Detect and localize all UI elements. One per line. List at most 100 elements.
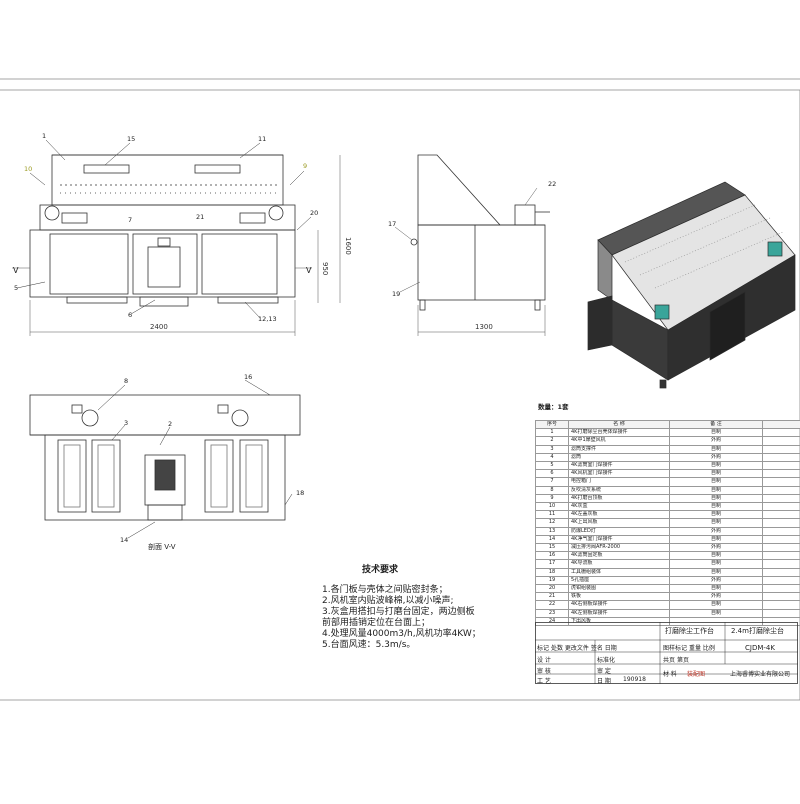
isometric-view: [588, 182, 795, 388]
bom-cell: 4: [763, 445, 800, 453]
front-view-dims: [12, 155, 340, 336]
bom-cell: 2: [536, 437, 569, 445]
dim-height: 1600: [344, 237, 352, 255]
tb-standard: 标准化: [597, 655, 615, 664]
bom-cell: 4K左侧板焊接件: [569, 609, 670, 617]
section-view: [30, 395, 300, 520]
front-view: [30, 155, 295, 306]
bom-row: 14K打磨除尘台壳体焊接件自制1: [536, 429, 800, 437]
bom-cell: 6: [536, 470, 569, 478]
tb-label: 重量: [689, 645, 701, 652]
bom-cell: 2: [763, 462, 800, 470]
product-name: 打磨除尘工作台: [665, 626, 714, 636]
bom-cell: 4K右侧板焊接件: [569, 601, 670, 609]
bom-cell: 2: [763, 560, 800, 568]
bom-cell: 4K净气室门焊接件: [569, 535, 670, 543]
callout-7: 7: [128, 216, 132, 224]
bom-cell: 23: [536, 609, 569, 617]
tb-company: 上海睿博实业有限公司: [730, 669, 790, 678]
callout-3: 3: [124, 419, 128, 427]
bom-cell: 4K导流板: [569, 560, 670, 568]
bom-cell: 7: [536, 478, 569, 486]
tb-assembly: 装配图: [687, 669, 705, 678]
bom-cell: 外购: [670, 453, 763, 461]
tech-requirements: 1.各门板与壳体之间贴密封条； 2.风机室内贴波峰棉,以减小噪声; 3.灰盒用搭…: [322, 585, 481, 651]
bom-cell: 13: [536, 527, 569, 535]
callout-11: 11: [258, 135, 266, 143]
bom-cell: 减压排污阀AFR-2000: [569, 544, 670, 552]
bom-cell: 1: [763, 609, 800, 617]
callout-12-13: 12,13: [258, 315, 277, 323]
callout-1: 1: [42, 132, 46, 140]
dim-depth: 1300: [475, 323, 493, 331]
tb-label: 比例: [703, 645, 715, 652]
bom-row: 18工具栅组装体自制2: [536, 568, 800, 576]
bom-cell: 自制: [670, 519, 763, 527]
bom-cell: 防爆LED灯: [569, 527, 670, 535]
bom-cell: 17: [536, 560, 569, 568]
bom-cell: 自制: [670, 494, 763, 502]
bom-cell: 外购: [670, 544, 763, 552]
tb-approve: 审 定: [597, 666, 611, 675]
bom-cell: 2: [763, 568, 800, 576]
bom-cell: 自制: [670, 560, 763, 568]
tb-label: 标记: [537, 645, 549, 652]
tb-label: 日期: [605, 645, 617, 652]
bom-cell: 自制: [670, 511, 763, 519]
callout-14: 14: [120, 536, 128, 544]
bom-row: 7电控箱门自制1: [536, 478, 800, 486]
bom-cell: 自制: [670, 503, 763, 511]
bom-row: 21铁板外购8: [536, 593, 800, 601]
tb-label: 第页: [677, 657, 689, 664]
bom-cell: 4K风机室门焊接件: [569, 470, 670, 478]
callout-21: 21: [196, 213, 204, 221]
callout-10: 10: [24, 165, 32, 173]
bom-cell: 4K滤筒固定板: [569, 552, 670, 560]
bom-cell: 1: [763, 478, 800, 486]
bom-cell: 22: [536, 601, 569, 609]
section-leaders: [98, 380, 292, 538]
bom-cell: 铁板: [569, 593, 670, 601]
bom-cell: 1: [763, 601, 800, 609]
bom-cell: 1: [763, 535, 800, 543]
bom-cell: 外购: [670, 437, 763, 445]
bom-cell: 1: [763, 470, 800, 478]
bom-cell: 自制: [670, 470, 763, 478]
tb-labels-right: 图样标记 重量 比例: [663, 643, 715, 652]
bom-cell: 1: [763, 511, 800, 519]
bom-row: 54K滤筒室门焊接件自制2: [536, 462, 800, 470]
bom-cell: 4K打磨除尘台壳体焊接件: [569, 429, 670, 437]
bom-cell: 2: [763, 585, 800, 593]
callout-16: 16: [244, 373, 252, 381]
callout-20: 20: [310, 209, 318, 217]
bom-cell: 9: [536, 494, 569, 502]
bom-cell: 自制: [670, 535, 763, 543]
tb-date: 190918: [623, 676, 646, 683]
bom-cell: 自制: [670, 478, 763, 486]
dim-width: 2400: [150, 323, 168, 331]
quantity-label: 数量：1套: [538, 401, 569, 411]
bom-cell: 自制: [670, 609, 763, 617]
bom-cell: 1: [763, 544, 800, 552]
bom-row: 4滤筒外购4: [536, 453, 800, 461]
bom-cell: 自制: [670, 445, 763, 453]
bom-cell: 自制: [670, 462, 763, 470]
bom-row: 8反吹清灰系统自制2: [536, 486, 800, 494]
bom-cell: 外购: [670, 593, 763, 601]
bom-header: 序号: [536, 421, 569, 429]
bom-cell: 反吹清灰系统: [569, 486, 670, 494]
bom-cell: 2: [763, 527, 800, 535]
bill-of-materials: 序号 名 称 备 注 数量 14K打磨除尘台壳体焊接件自制124K中1扉壁风机外…: [535, 420, 798, 626]
bom-cell: 12: [536, 519, 569, 527]
tech-requirements-title: 技术要求: [362, 562, 398, 575]
bom-cell: 电控箱门: [569, 478, 670, 486]
bom-cell: 14: [536, 535, 569, 543]
bom-cell: 4K中1扉壁风机: [569, 437, 670, 445]
section-mark-left: V: [13, 266, 19, 275]
bom-cell: 滤筒支撑件: [569, 445, 670, 453]
bom-row: 104K灰盒自制2: [536, 503, 800, 511]
